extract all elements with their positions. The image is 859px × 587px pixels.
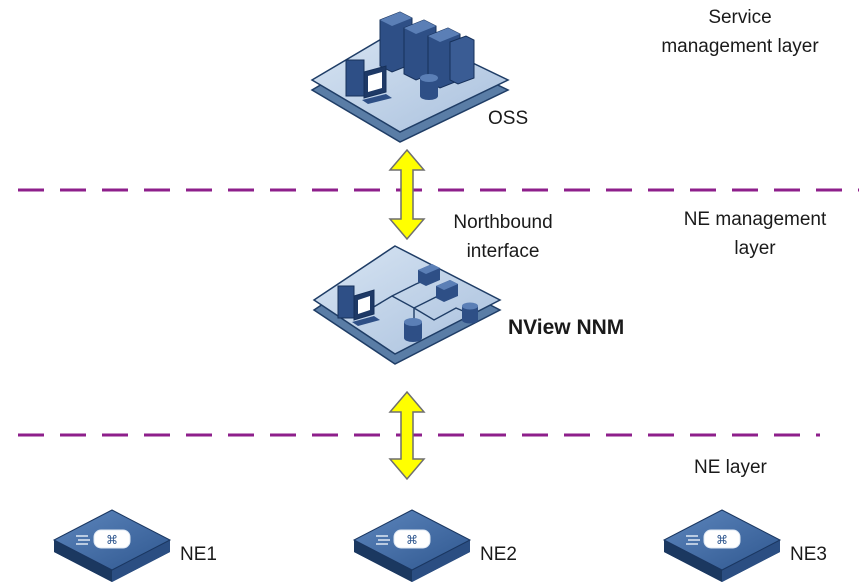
server-icon [418, 264, 458, 302]
svg-text:⌘: ⌘ [716, 533, 728, 547]
database-icon [404, 302, 478, 342]
oss-platform-icon [310, 11, 510, 143]
ne3-label: NE3 [790, 544, 827, 565]
northbound-line2: interface [466, 241, 540, 262]
ne-management-line2: layer [734, 238, 776, 259]
nnm-platform-icon [312, 245, 502, 365]
ne-layer-label: NE layer [694, 457, 767, 478]
nnm-label: NView NNM [508, 316, 625, 339]
ne1-label: NE1 [180, 544, 217, 565]
service-layer-line1: Service [708, 7, 772, 28]
ne2-device-icon: ⌘ [352, 509, 472, 582]
svg-text:⌘: ⌘ [106, 533, 118, 547]
southbound-arrow-icon [388, 390, 426, 481]
workstation-icon [337, 285, 380, 326]
ne2-label: NE2 [480, 544, 517, 565]
server-rack-icon [379, 11, 475, 89]
oss-label: OSS [488, 108, 529, 129]
northbound-line1: Northbound [453, 212, 553, 233]
service-layer-label: Service management layer [640, 3, 840, 61]
svg-text:⌘: ⌘ [406, 533, 418, 547]
ne-management-line1: NE management [683, 209, 827, 230]
ne3-device-icon: ⌘ [662, 509, 782, 582]
workstation-icon [345, 59, 392, 104]
ne1-device-icon: ⌘ [52, 509, 172, 582]
database-icon [420, 74, 438, 100]
northbound-arrow-icon [388, 148, 426, 241]
ne-management-layer-label: NE management layer [655, 205, 855, 263]
service-layer-line2: management layer [661, 36, 819, 57]
northbound-interface-label: Northbound interface [433, 208, 573, 266]
